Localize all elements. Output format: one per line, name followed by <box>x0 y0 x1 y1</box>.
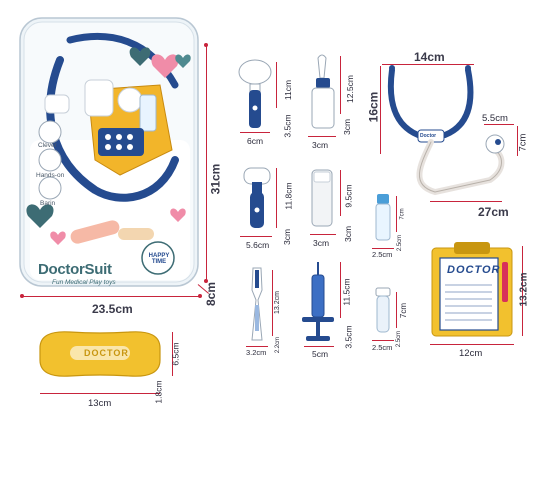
feature-label: Hands-on <box>36 172 65 179</box>
stethoscope-head-width: 5.5cm <box>482 113 508 124</box>
dim-line <box>272 270 273 336</box>
dim-line <box>22 296 200 297</box>
brand-logo: DoctorSuit <box>38 261 112 278</box>
feature-label: Clever <box>38 142 57 149</box>
dim-end <box>204 43 208 47</box>
bandage-label: DOCTOR <box>84 348 129 358</box>
package-badge: HAPPY TIME <box>148 253 170 265</box>
dim-line <box>340 262 341 318</box>
dim-line <box>380 66 381 154</box>
dim-line <box>172 332 173 376</box>
tube-width: 2.5cm <box>372 343 393 352</box>
bandage-width: 13cm <box>88 398 112 409</box>
dim-line <box>340 170 341 216</box>
clipboard-height: 13.2cm <box>518 272 530 307</box>
dim-line <box>276 62 277 108</box>
spray-width: 3cm <box>312 140 329 150</box>
dim-line <box>40 393 160 394</box>
dim-end <box>20 294 24 298</box>
dim-end <box>198 294 202 298</box>
stethoscope-label: Doctor <box>420 133 437 139</box>
dim-line <box>484 124 514 125</box>
dim-line <box>372 340 394 341</box>
thermometer-width: 3.2cm <box>246 348 267 357</box>
dim-line <box>396 196 397 232</box>
package-width: 23.5cm <box>92 302 133 316</box>
flashlight-width: 3cm <box>313 238 330 248</box>
dim-line <box>382 64 474 65</box>
otoscope-width: 6cm <box>247 136 264 146</box>
stethoscope-width: 14cm <box>414 50 445 64</box>
dim-line <box>430 344 514 345</box>
feature-label: Barin <box>40 200 56 207</box>
hammer-width: 5.6cm <box>246 240 270 250</box>
bottle-width: 2.5cm <box>372 250 393 259</box>
clipboard-title: DOCTOR <box>447 264 501 276</box>
dim-line <box>340 56 341 114</box>
dim-line <box>372 248 394 249</box>
clipboard-width: 12cm <box>459 348 483 359</box>
dim-line <box>206 45 207 281</box>
dim-line <box>304 346 334 347</box>
syringe-width: 5cm <box>312 349 329 359</box>
dim-line <box>246 346 268 347</box>
stethoscope-length: 27cm <box>478 205 509 219</box>
dim-line <box>310 234 336 235</box>
dim-end <box>204 279 208 283</box>
dim-line <box>396 292 397 328</box>
dim-line <box>517 126 518 156</box>
dim-line <box>240 236 272 237</box>
dim-line <box>522 246 523 336</box>
dim-line <box>430 201 502 202</box>
brand-tagline: Fun Medical Play toys <box>52 279 116 286</box>
dim-line <box>276 168 277 228</box>
dim-line <box>240 132 270 133</box>
dim-line <box>308 136 336 137</box>
